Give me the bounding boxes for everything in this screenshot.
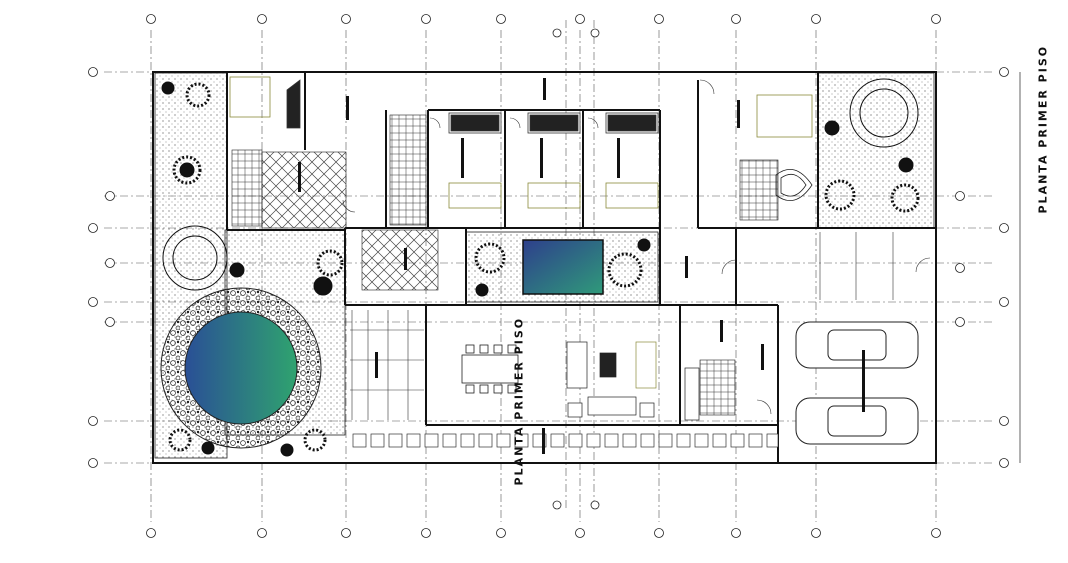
- palm-cluster: [161, 81, 920, 457]
- column-bubbles-bottom: [146, 528, 941, 538]
- large-trees: [162, 78, 919, 291]
- round-pool: [160, 287, 322, 449]
- level-marks: [298, 78, 865, 454]
- stair-strips: [350, 232, 894, 420]
- bathtub: [775, 168, 813, 202]
- grid-bubbles: [88, 14, 1009, 538]
- row-bubbles-left: [88, 67, 115, 468]
- row-bubbles-right: [955, 67, 1009, 468]
- drawing-title-right: PLANTA PRIMER PISO: [1036, 44, 1050, 214]
- section-markers: [552, 28, 600, 510]
- beds: [229, 76, 813, 209]
- drawing-title-center: PLANTA PRIMER PISO: [512, 316, 526, 486]
- kitchen-fixtures: [566, 341, 700, 421]
- vegetation: [161, 78, 920, 457]
- paver-path: [352, 433, 779, 448]
- rectangular-pool: [522, 239, 604, 295]
- dining-table: [461, 344, 519, 394]
- cars: [795, 321, 919, 445]
- hatched-floors: [231, 114, 779, 416]
- door-swings: [342, 79, 931, 415]
- column-bubbles-top: [146, 14, 941, 24]
